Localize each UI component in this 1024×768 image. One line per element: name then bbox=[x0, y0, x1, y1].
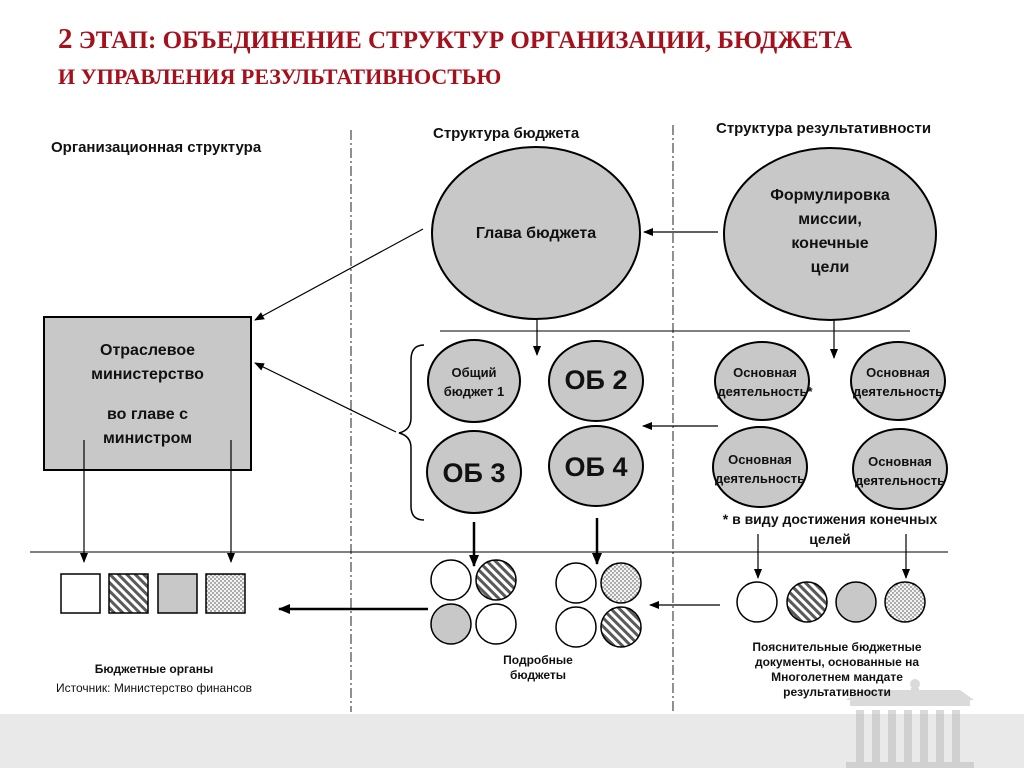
explanatory-docs-label: Пояснительные бюджетные документы, основ… bbox=[722, 640, 952, 700]
arrow-brace-to-ministry bbox=[254, 362, 397, 433]
building-logo-icon bbox=[846, 679, 974, 768]
stage-number: 2 bbox=[58, 24, 73, 54]
explanatory-line1: Пояснительные бюджетные bbox=[752, 640, 922, 654]
mission-ellipse bbox=[723, 147, 937, 321]
explanatory-line2: документы, основанные на bbox=[754, 655, 920, 669]
detail-circle-2c bbox=[555, 606, 597, 648]
activity-circle-4 bbox=[852, 428, 948, 510]
budget-structure-heading: Структура бюджета bbox=[433, 125, 580, 142]
ob4-circle bbox=[548, 425, 644, 507]
detail-circle-2d bbox=[600, 606, 642, 648]
detailed-line2: бюджеты bbox=[509, 668, 567, 682]
detail-circle-2b bbox=[600, 562, 642, 604]
budget-body-square-3 bbox=[157, 573, 198, 614]
performance-structure-heading: Структура результативности bbox=[716, 120, 932, 137]
budget-body-square-2 bbox=[108, 573, 149, 614]
arrow-head-to-ministry bbox=[254, 228, 424, 321]
detail-circle-2a bbox=[555, 562, 597, 604]
curly-brace bbox=[398, 344, 425, 521]
detail-circle-1d bbox=[475, 603, 517, 645]
budget-body-square-1 bbox=[60, 573, 101, 614]
explanatory-circle-4 bbox=[884, 581, 926, 623]
budget-bodies-label: Бюджетные органы bbox=[94, 662, 214, 676]
slide-title: 2 ЭТАП: ОБЪЕДИНЕНИЕ СТРУКТУР ОРГАНИЗАЦИИ… bbox=[58, 24, 998, 92]
explanatory-line3: Многолетнем мандате bbox=[771, 670, 903, 684]
detailed-line1: Подробные bbox=[503, 653, 573, 667]
activity-circle-3 bbox=[712, 426, 808, 508]
ob2-circle bbox=[548, 340, 644, 422]
title-line2: И УПРАВЛЕНИЯ РЕЗУЛЬТАТИВНОСТЬЮ bbox=[58, 64, 502, 89]
general-budget-circle bbox=[427, 339, 521, 423]
explanatory-circle-1 bbox=[736, 581, 778, 623]
detail-circle-1c bbox=[430, 603, 472, 645]
budget-head-ellipse bbox=[431, 146, 641, 320]
activity-circle-1 bbox=[714, 341, 810, 421]
explanatory-circle-2 bbox=[786, 581, 828, 623]
ob3-circle bbox=[426, 430, 522, 514]
org-structure-heading: Организационная структура bbox=[51, 139, 262, 156]
ministry-box bbox=[43, 316, 252, 471]
detail-circle-1b bbox=[475, 559, 517, 601]
detail-circle-1a bbox=[430, 559, 472, 601]
source-label: Источник: Министерство финансов bbox=[55, 681, 253, 695]
explanatory-circle-3 bbox=[835, 581, 877, 623]
activity-circle-2 bbox=[850, 341, 946, 421]
explanatory-line4: результативности bbox=[783, 685, 891, 699]
footer-band bbox=[0, 714, 1024, 768]
budget-body-square-4 bbox=[205, 573, 246, 614]
detailed-budgets-label: Подробные бюджеты bbox=[478, 653, 598, 683]
title-line1: ЭТАП: ОБЪЕДИНЕНИЕ СТРУКТУР ОРГАНИЗАЦИИ, … bbox=[78, 27, 853, 54]
